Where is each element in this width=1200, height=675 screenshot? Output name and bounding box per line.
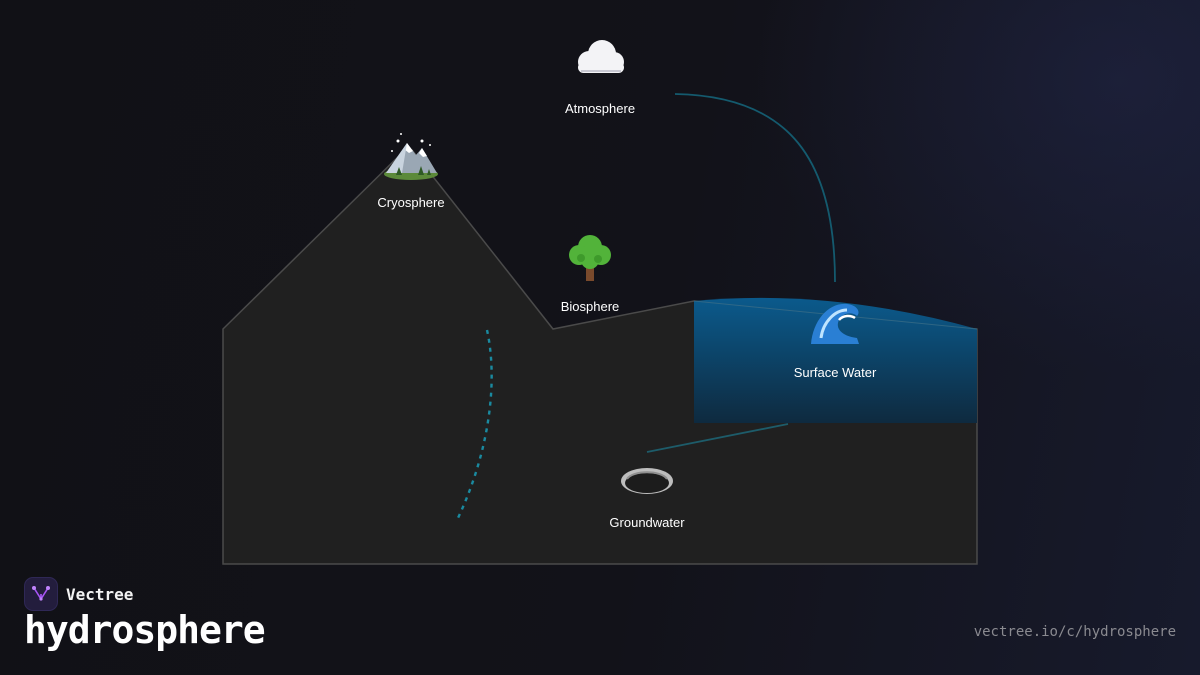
node-label-biosphere: Biosphere <box>560 299 620 314</box>
surface-water-body <box>694 297 977 423</box>
brand-name: Vectree <box>66 584 134 604</box>
edge-cryosphere-groundwater <box>456 329 493 519</box>
page-title: hydrosphere <box>24 608 266 652</box>
hole-icon <box>621 468 673 494</box>
page-url-link[interactable]: vectree.io/c/hydrosphere <box>973 624 1176 640</box>
node-label-cryosphere: Cryosphere <box>377 195 445 210</box>
cloud-icon <box>578 40 624 73</box>
edge-atmosphere-surface-water <box>674 93 836 283</box>
node-label-surface-water: Surface Water <box>793 365 877 380</box>
node-label-atmosphere: Atmosphere <box>564 101 636 116</box>
tree-icon <box>569 235 611 281</box>
brand: Vectree <box>24 577 133 611</box>
node-label-groundwater: Groundwater <box>609 515 685 530</box>
wave-icon <box>811 303 859 344</box>
snow-mountain-icon <box>384 133 438 180</box>
edge-surface-water-groundwater <box>646 423 789 453</box>
vectree-logo-icon <box>24 577 58 611</box>
